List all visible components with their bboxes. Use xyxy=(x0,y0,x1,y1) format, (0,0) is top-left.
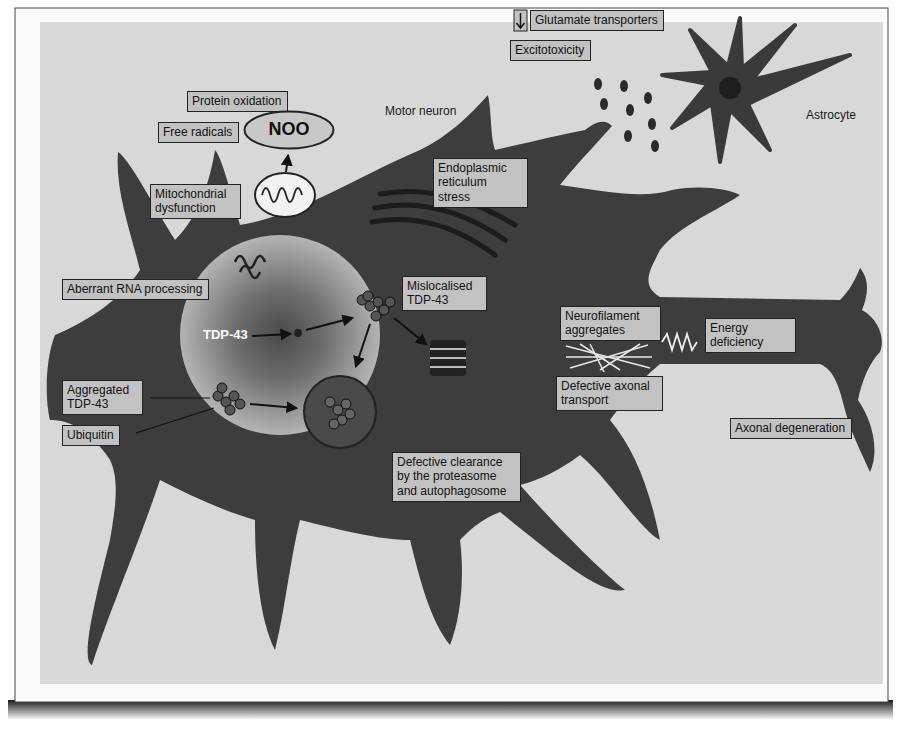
box-label: Mislocalised TDP-43 xyxy=(407,279,481,308)
pathology-box: Axonal degeneration xyxy=(730,418,852,439)
box-label: Glutamate transporters xyxy=(535,13,659,27)
box-label: Aggregated TDP-43 xyxy=(67,383,137,412)
proteasome xyxy=(430,340,466,376)
cell-name: Astrocyte xyxy=(806,108,856,122)
neurofilament-tangle xyxy=(566,344,652,372)
pathology-box: Defective clearance by the proteasome an… xyxy=(392,452,521,502)
box-label: Axonal degeneration xyxy=(735,421,847,435)
pathology-box: Energy deficiency xyxy=(705,318,796,353)
mitochondrion xyxy=(255,156,315,217)
motor-neuron-body xyxy=(47,95,882,665)
box-label: Endoplasmic reticulum stress xyxy=(438,161,522,204)
astrocyte xyxy=(662,18,850,162)
box-label: Mitochondrial dysfunction xyxy=(155,187,235,216)
box-label: Defective axonal transport xyxy=(561,379,657,408)
box-label: Excitotoxicity xyxy=(515,43,586,57)
cell-name: Motor neuron xyxy=(385,104,456,118)
box-label: Neurofilament aggregates xyxy=(565,309,655,338)
photo-frame xyxy=(15,8,888,702)
box-label: Energy deficiency xyxy=(710,321,790,350)
pathology-box: Mitochondrial dysfunction xyxy=(150,184,241,219)
ellipse-shape xyxy=(245,112,334,149)
box-label: Defective clearance by the proteasome an… xyxy=(397,455,515,498)
protein-name: TDP-43 xyxy=(203,327,248,342)
decrease-arrow-symbol xyxy=(514,10,527,31)
box-label: Aberrant RNA processing xyxy=(67,282,204,296)
box-label: Protein oxidation xyxy=(192,94,283,108)
nucleus xyxy=(180,235,380,435)
pathology-box: Aberrant RNA processing xyxy=(62,279,209,300)
tdp43-pathway xyxy=(136,291,466,448)
pathology-box: Mislocalised TDP-43 xyxy=(402,276,487,311)
peroxynitrite-ellipse: NOO xyxy=(243,110,335,150)
pathology-box: Protein oxidation xyxy=(187,91,288,112)
glutamate-dots xyxy=(594,78,659,152)
rna-strands xyxy=(235,256,265,278)
pathology-box: Defective axonal transport xyxy=(556,376,663,411)
pathology-box: Neurofilament aggregates xyxy=(560,306,661,341)
pathology-box: Free radicals xyxy=(158,122,239,143)
box-label: Ubiquitin xyxy=(67,428,115,442)
pathology-box: Endoplasmic reticulum stress xyxy=(433,158,528,208)
pathology-box: Glutamate transporters xyxy=(530,10,664,31)
frame-shadow xyxy=(8,700,893,720)
pathology-box: Aggregated TDP-43 xyxy=(62,380,143,415)
axon-spring xyxy=(662,334,697,350)
box-label: Free radicals xyxy=(163,125,234,139)
pathology-box: Excitotoxicity xyxy=(510,40,591,61)
pathology-box: Ubiquitin xyxy=(62,425,120,446)
box-label: NOO xyxy=(268,119,309,141)
autophagosome xyxy=(304,376,376,448)
